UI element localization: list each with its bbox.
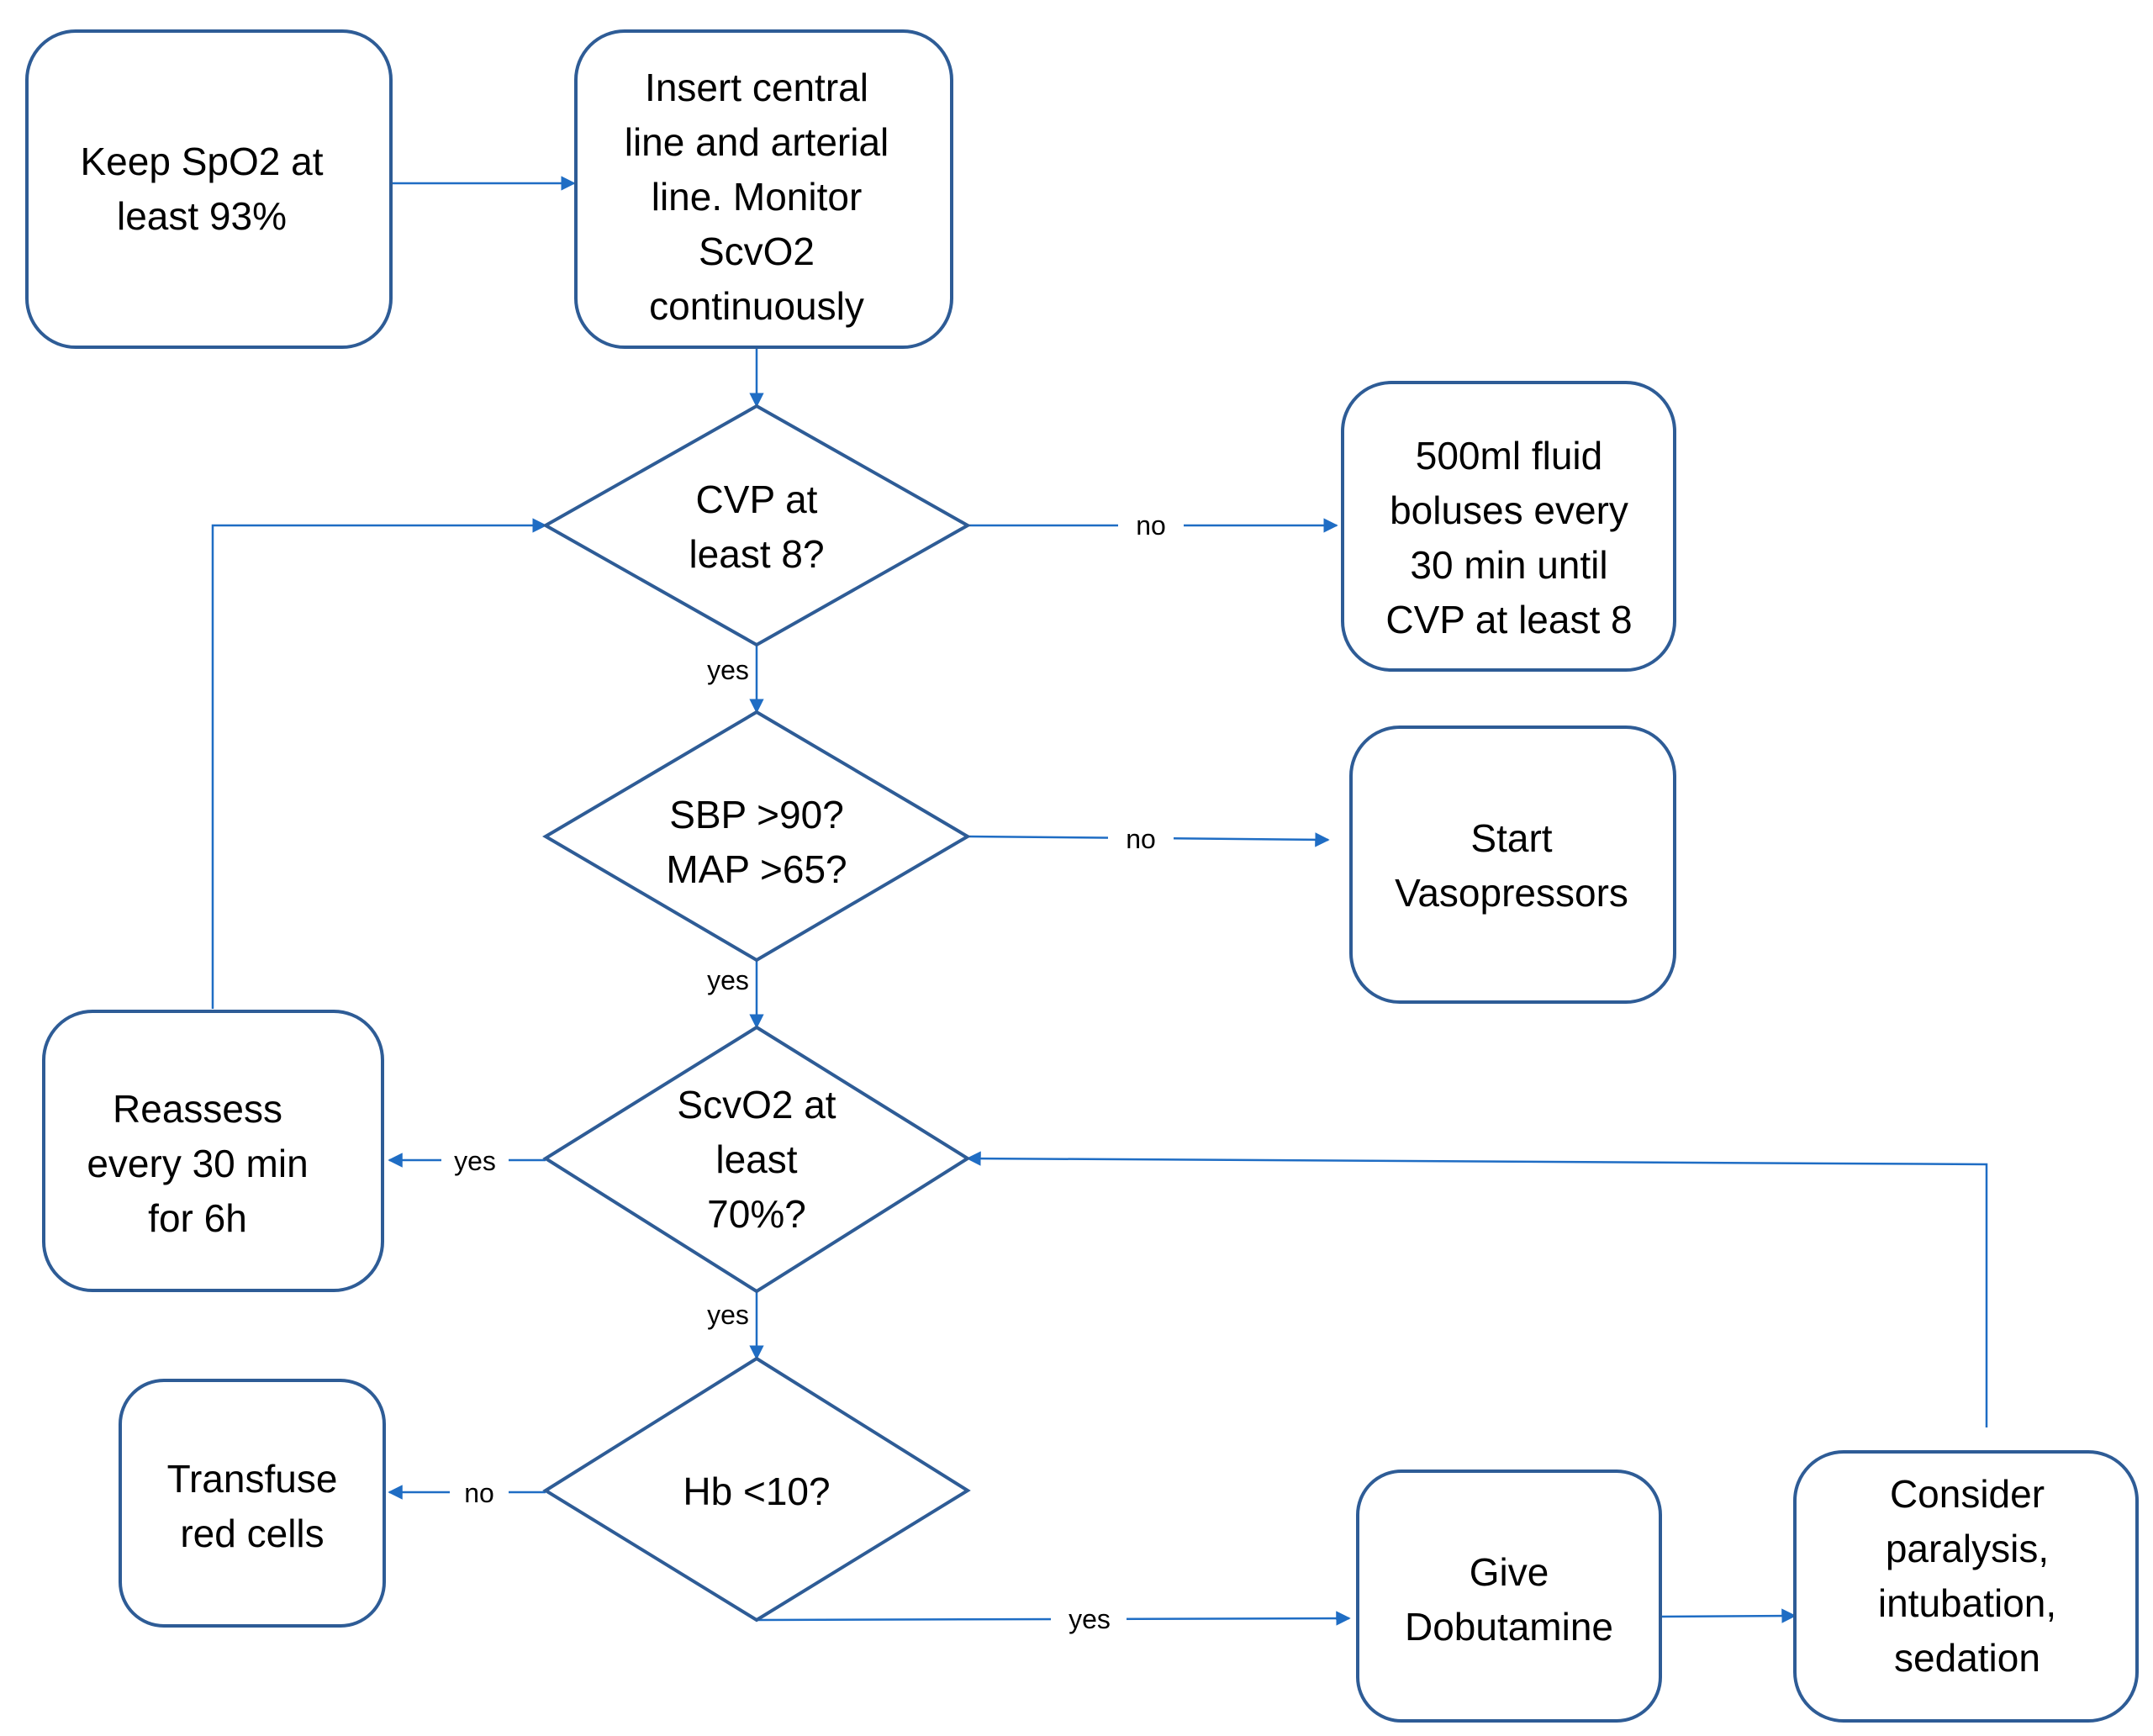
edge-label-sbp-yes: yes [707, 965, 749, 995]
node-insert-lines-line-3: line. Monitor [652, 175, 863, 219]
node-insert-lines-line-1: Insert central [645, 66, 868, 109]
edge-label-sbp-no-text: no [1126, 824, 1156, 854]
node-fluid-boluses-line-4: CVP at least 8 [1385, 598, 1632, 641]
edge-label-hb-yes: yes [1051, 1600, 1127, 1637]
node-cvp-check-line-2: least 8? [689, 532, 824, 576]
node-sbp-map-check-diamond [542, 710, 971, 963]
node-keep-spo2-line-1: Keep SpO2 at [81, 140, 324, 183]
node-cvp-check-diamond [541, 404, 972, 647]
node-fluid-boluses-box [1341, 381, 1676, 672]
node-insert-lines-line-4: ScvO2 [699, 230, 815, 273]
node-dobutamine-label: Give Dobutamine [1405, 1550, 1613, 1649]
node-insert-lines-box [574, 29, 953, 349]
node-transfuse-line-1: Transfuse [167, 1457, 338, 1501]
node-scvo2-check-diamond [542, 1025, 971, 1294]
edge-labels: no yes no yes yes yes no yes [441, 506, 1184, 1637]
node-reassess-line-1: Reassess [113, 1087, 282, 1131]
node-hb-check-label: Hb <10? [683, 1470, 830, 1513]
edge-label-hb-no: no [450, 1474, 509, 1511]
arrow-consider-to-scvo2 [966, 1151, 1988, 1427]
node-fluid-boluses-label: 500ml fluid boluses every 30 min until C… [1385, 434, 1632, 641]
edge-label-scvo2-yes-left: yes [441, 1142, 509, 1179]
node-sbp-map-check-label: SBP >90? MAP >65? [666, 793, 847, 891]
node-reassess-line-2: every 30 min [87, 1142, 308, 1185]
node-transfuse-label: Transfuse red cells [167, 1457, 338, 1555]
edge-label-sbp-yes-text: yes [707, 965, 749, 995]
node-hb-check-line-1: Hb <10? [683, 1470, 830, 1513]
node-insert-lines-line-2: line and arterial [625, 120, 889, 164]
node-consider-line-4: sedation [1894, 1636, 2040, 1680]
node-consider-line-2: paralysis, [1886, 1527, 2049, 1570]
node-reassess-label: Reassess every 30 min for 6h [87, 1087, 308, 1240]
shapes [25, 29, 2139, 1723]
node-start-vasopressors-label: Start Vasopressors [1395, 816, 1628, 915]
edge-label-scvo2-yes-left-text: yes [454, 1146, 496, 1176]
node-start-vasopressors-line-2: Vasopressors [1395, 871, 1628, 915]
edge-label-cvp-yes-text: yes [707, 655, 749, 685]
node-transfuse-line-2: red cells [180, 1512, 324, 1555]
node-fluid-boluses-line-2: boluses every [1390, 488, 1628, 532]
node-keep-spo2-label: Keep SpO2 at least 93% [81, 140, 324, 238]
node-dobutamine-box [1356, 1470, 1662, 1723]
node-sbp-map-check-line-1: SBP >90? [669, 793, 844, 836]
node-scvo2-check-label: ScvO2 at least 70%? [677, 1083, 836, 1236]
edge-label-hb-no-text: no [464, 1478, 494, 1508]
node-insert-lines-label: Insert central line and arterial line. M… [625, 66, 889, 328]
edge-label-hb-yes-text: yes [1069, 1604, 1111, 1634]
node-fluid-boluses-line-3: 30 min until [1410, 543, 1607, 587]
edge-label-scvo2-yes-down-text: yes [707, 1300, 749, 1330]
node-keep-spo2-box [25, 29, 393, 349]
node-scvo2-check-line-2: least [715, 1137, 797, 1181]
node-start-vasopressors-box [1349, 726, 1676, 1004]
edge-label-cvp-no: no [1118, 506, 1184, 543]
node-labels: Keep SpO2 at least 93% Insert central li… [81, 66, 2057, 1680]
arrow-dobutamine-to-consider [1660, 1608, 1797, 1623]
edge-label-scvo2-yes-down: yes [707, 1300, 749, 1330]
node-consider-line-3: intubation, [1878, 1581, 2056, 1625]
edge-label-cvp-yes: yes [707, 655, 749, 685]
node-consider-label: Consider paralysis, intubation, sedation [1878, 1472, 2056, 1680]
node-dobutamine-line-2: Dobutamine [1405, 1605, 1613, 1649]
node-transfuse-box [119, 1379, 386, 1628]
node-consider-box [1793, 1450, 2139, 1723]
node-cvp-check-label: CVP at least 8? [689, 478, 824, 576]
node-reassess-line-3: for 6h [148, 1196, 247, 1240]
node-start-vasopressors-line-1: Start [1470, 816, 1552, 860]
node-hb-check-diamond [542, 1356, 971, 1623]
node-consider-line-1: Consider [1890, 1472, 2045, 1516]
edge-label-cvp-no-text: no [1136, 510, 1166, 541]
node-insert-lines-line-5: continuously [649, 284, 864, 328]
node-cvp-check-line-1: CVP at [696, 478, 818, 521]
node-sbp-map-check-line-2: MAP >65? [666, 847, 847, 891]
connectors [211, 176, 1988, 1626]
node-keep-spo2-line-2: least 93% [117, 194, 287, 238]
node-scvo2-check-line-1: ScvO2 at [677, 1083, 836, 1127]
node-scvo2-check-line-3: 70%? [707, 1192, 806, 1236]
node-dobutamine-line-1: Give [1470, 1550, 1549, 1594]
arrow-reassess-to-cvp [211, 518, 547, 1009]
edge-label-sbp-no: no [1108, 820, 1174, 857]
node-fluid-boluses-line-1: 500ml fluid [1416, 434, 1602, 478]
node-reassess-box [42, 1010, 384, 1292]
